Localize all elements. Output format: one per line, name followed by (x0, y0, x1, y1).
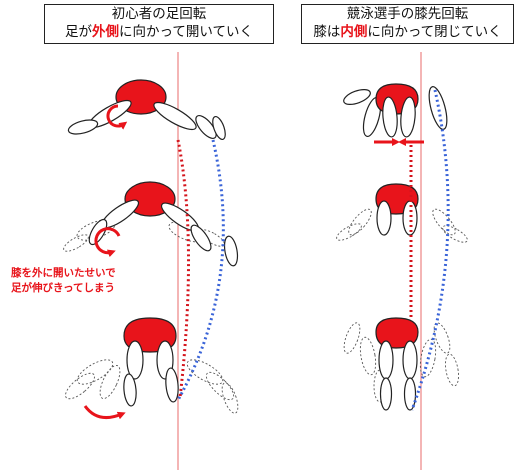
note-line2: 足が伸びきってしまう (11, 282, 116, 294)
right-title-line2: 膝は内側に向かって閉じていく (302, 23, 513, 41)
right-figure-3 (343, 317, 459, 411)
rotation-arrow-2 (94, 227, 121, 258)
right-blue-trajectory (410, 89, 450, 411)
rotation-arrow-3 (83, 405, 126, 420)
right-figure-1 (343, 83, 448, 138)
rotation-arrow-1 (106, 104, 128, 130)
left-figure-2 (63, 181, 239, 267)
left-title-line2: 足が外側に向かって開いていく (45, 23, 273, 41)
left-figure-1 (67, 79, 226, 141)
left-red-trajectory (176, 139, 191, 399)
left-title-highlight: 外側 (92, 24, 120, 40)
note-line1: 膝を外に開いたせいで (11, 267, 116, 279)
left-title-line1: 初心者の足回転 (111, 6, 207, 22)
left-figure-3 (65, 317, 239, 414)
left-blue-trajectory (176, 139, 225, 401)
right-title-line1: 競泳選手の膝先回転 (346, 6, 469, 22)
overextension-note: 膝を外に開いたせいで 足が伸びきってしまう (11, 266, 116, 296)
right-title-line2-post: に向かって閉じていく (367, 24, 502, 40)
left-title-line2-pre: 足が (65, 24, 93, 40)
right-title-highlight: 内側 (340, 24, 368, 40)
left-title-box: 初心者の足回転 足が外側に向かって開いていく (44, 4, 274, 44)
right-title-box: 競泳選手の膝先回転 膝は内側に向かって閉じていく (301, 4, 514, 44)
right-title-line2-pre: 膝は (313, 24, 341, 40)
left-title-line2-post: に向かって開いていく (119, 24, 253, 40)
